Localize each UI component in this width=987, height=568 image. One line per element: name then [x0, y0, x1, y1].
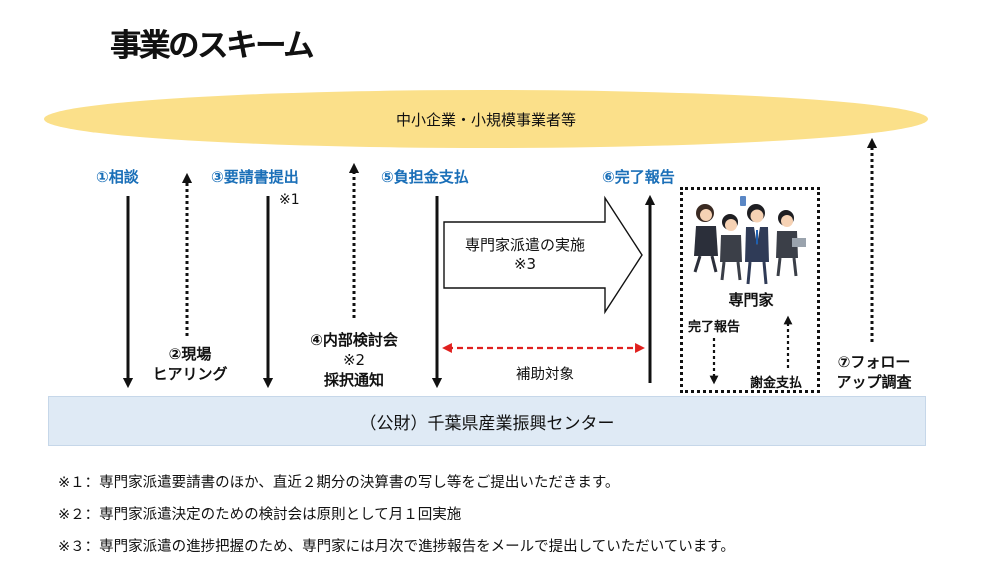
expert-title: 専門家 [728, 291, 774, 309]
page-title: 事業のスキーム [110, 28, 314, 64]
step-followup: ⑦フォロー アップ調査 [828, 352, 920, 392]
center-band-label: （公財）千葉県産業振興センター [359, 413, 615, 434]
dispatch-label: 専門家派遣の実施 ※3 [450, 236, 600, 274]
dispatch-label-line2: ※3 [513, 255, 537, 273]
expert-box [680, 187, 820, 393]
sme-band: 中小企業・小規模事業者等 [44, 90, 928, 148]
step-review-line1: ④内部検討会 [310, 331, 398, 349]
subsidy-label: 補助対象 [516, 367, 574, 383]
step-report: ⑥完了報告 [602, 168, 675, 186]
step-request: ③要請書提出 [211, 168, 299, 186]
step-review-line3: 採択通知 [323, 371, 384, 389]
step-payment: ⑤負担金支払 [381, 168, 469, 186]
step-review-line2: ※2 [342, 351, 366, 369]
step-followup-line2: アップ調査 [836, 373, 912, 391]
dispatch-block-arrow [443, 195, 643, 315]
dispatch-label-line1: 専門家派遣の実施 [464, 236, 585, 254]
footnote-2: ※２：専門家派遣決定のための検討会は原則として月１回実施 [58, 507, 462, 523]
step-request-note: ※1 [279, 192, 300, 208]
step-consult: ①相談 [96, 168, 139, 186]
step-review: ④内部検討会 ※2 採択通知 [292, 330, 416, 390]
experts-illustration [693, 196, 806, 285]
expert-fee-label: 謝金支払 [750, 376, 803, 391]
step-hearing-line1: ②現場 [168, 345, 212, 363]
footnote-3: ※３：専門家派遣の進捗把握のため、専門家には月次で進捗報告をメールで提出していた… [58, 539, 735, 555]
expert-report-label: 完了報告 [688, 320, 741, 335]
step-followup-line1: ⑦フォロー [837, 353, 911, 371]
sme-band-label: 中小企業・小規模事業者等 [395, 110, 576, 129]
footnote-1: ※１：専門家派遣要請書のほか、直近２期分の決算書の写し等をご提出いただきます。 [58, 475, 620, 491]
step-hearing-line2: ヒアリング [152, 365, 228, 383]
center-band: （公財）千葉県産業振興センター [48, 396, 926, 446]
step-hearing: ②現場 ヒアリング [150, 344, 230, 384]
